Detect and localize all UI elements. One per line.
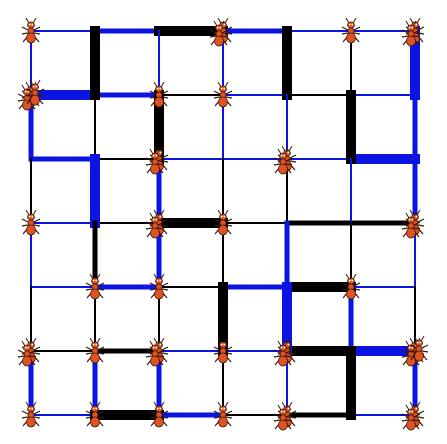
ant-cluster-3-0 <box>21 209 41 236</box>
ant-cluster-4-5 <box>341 273 361 300</box>
ant-icon <box>145 340 165 367</box>
ant-icon <box>145 148 165 175</box>
ant-icon <box>17 340 37 367</box>
ant-icon <box>273 148 293 175</box>
ant-cluster-6-6 <box>401 401 425 431</box>
ant-cluster-6-1 <box>85 401 105 428</box>
ant-cluster-6-0 <box>21 401 41 428</box>
ant-cluster-5-0 <box>17 337 41 367</box>
ant-icon <box>85 337 105 364</box>
ant-cluster-0-5 <box>341 17 361 44</box>
ant-cluster-3-6 <box>401 209 425 239</box>
ant-cluster-0-6 <box>401 17 425 47</box>
ant-cluster-4-1 <box>85 273 105 300</box>
ant-icon <box>21 17 41 44</box>
ant-cluster-1-0 <box>17 79 45 111</box>
ant-icon <box>149 401 169 428</box>
ant-cluster-3-3 <box>213 209 233 236</box>
ants-layer <box>17 17 429 431</box>
ant-icon <box>213 401 233 428</box>
ant-icon <box>213 337 233 364</box>
ant-cluster-6-3 <box>213 401 233 428</box>
ant-cluster-3-2 <box>145 209 169 239</box>
ant-icon <box>401 212 421 239</box>
ant-cluster-5-2 <box>145 337 169 367</box>
ant-icon <box>401 404 421 431</box>
ant-icon <box>273 404 293 431</box>
ant-icon <box>409 335 429 362</box>
ant-icon <box>145 212 165 239</box>
ant-icon <box>17 84 37 111</box>
ant-cluster-6-4 <box>273 401 297 431</box>
ant-icon <box>25 79 45 106</box>
ant-icon <box>149 81 169 108</box>
ant-cluster-2-2 <box>145 145 169 175</box>
ant-cluster-2-4 <box>273 145 297 175</box>
ant-icon <box>213 209 233 236</box>
ant-cluster-5-1 <box>85 337 105 364</box>
ant-cluster-1-2 <box>149 81 169 108</box>
ant-icon <box>341 273 361 300</box>
ant-icon <box>273 340 293 367</box>
ant-icon <box>21 401 41 428</box>
ant-icon <box>149 273 169 300</box>
ant-cluster-5-3 <box>213 337 233 364</box>
ant-icon <box>85 273 105 300</box>
ant-cluster-5-6 <box>401 335 429 367</box>
ant-icon <box>209 20 229 47</box>
ant-icon <box>341 17 361 44</box>
ant-icon <box>21 209 41 236</box>
ant-cluster-6-2 <box>149 401 169 428</box>
ant-cluster-5-4 <box>273 337 297 367</box>
ant-cluster-0-3 <box>209 17 233 47</box>
ant-icon <box>213 81 233 108</box>
ant-icon <box>85 401 105 428</box>
ant-cluster-1-3 <box>213 81 233 108</box>
ant-icon <box>401 20 421 47</box>
ant-cluster-4-2 <box>149 273 169 300</box>
ant-cluster-0-0 <box>21 17 41 44</box>
